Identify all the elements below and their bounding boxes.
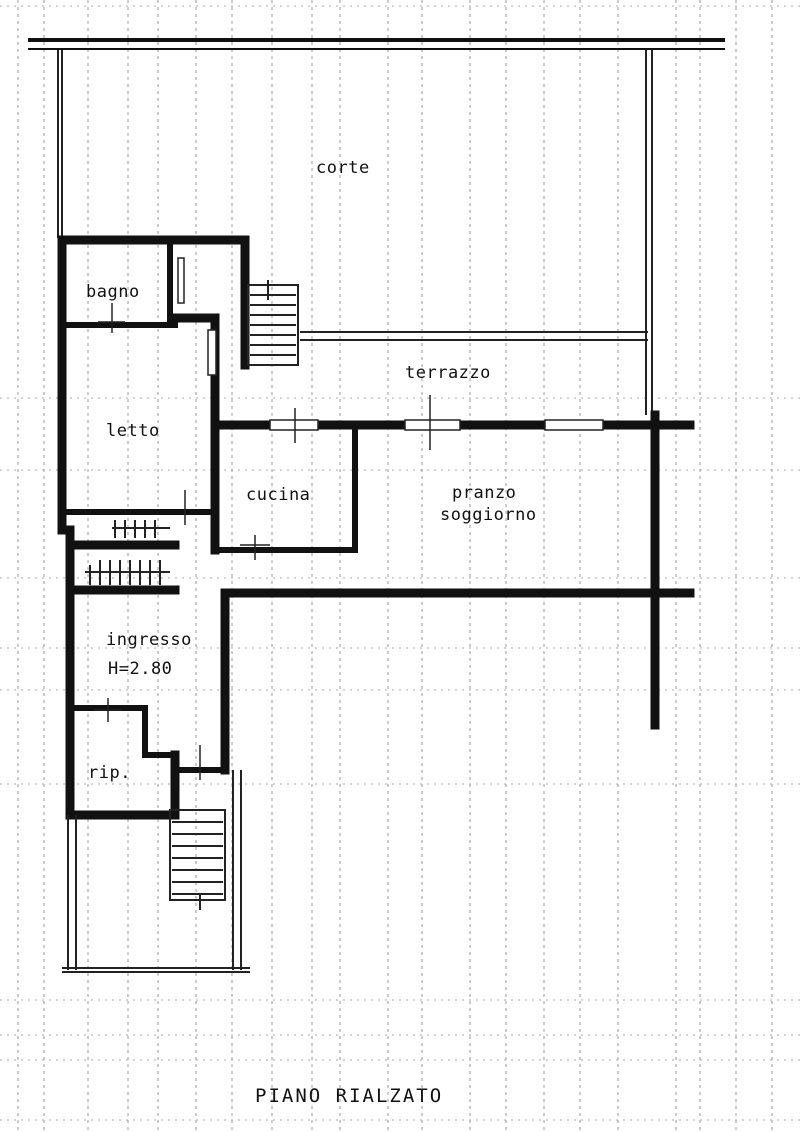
label-height: H=2.80	[108, 659, 172, 679]
label-ingresso: ingresso	[106, 630, 192, 650]
plan-title: PIANO RIALZATO	[255, 1085, 443, 1107]
door-marks	[95, 303, 431, 780]
room-labels: corte bagno terrazzo letto cucina pranzo…	[86, 158, 537, 783]
label-bagno: bagno	[86, 282, 140, 302]
stair-upper	[247, 280, 299, 366]
terrace-railing	[300, 331, 648, 341]
openings	[177, 257, 604, 431]
label-cucina: cucina	[246, 485, 310, 505]
courtyard-boundary	[28, 38, 725, 415]
label-soggiorno: soggiorno	[440, 505, 537, 525]
stair-lower	[169, 809, 226, 910]
label-pranzo: pranzo	[452, 483, 516, 503]
label-terrazzo: terrazzo	[405, 363, 491, 383]
stair-inner	[85, 520, 170, 585]
label-letto: letto	[106, 421, 160, 441]
label-corte: corte	[316, 158, 370, 178]
lower-boundary	[62, 770, 250, 973]
label-rip: rip.	[88, 763, 131, 783]
